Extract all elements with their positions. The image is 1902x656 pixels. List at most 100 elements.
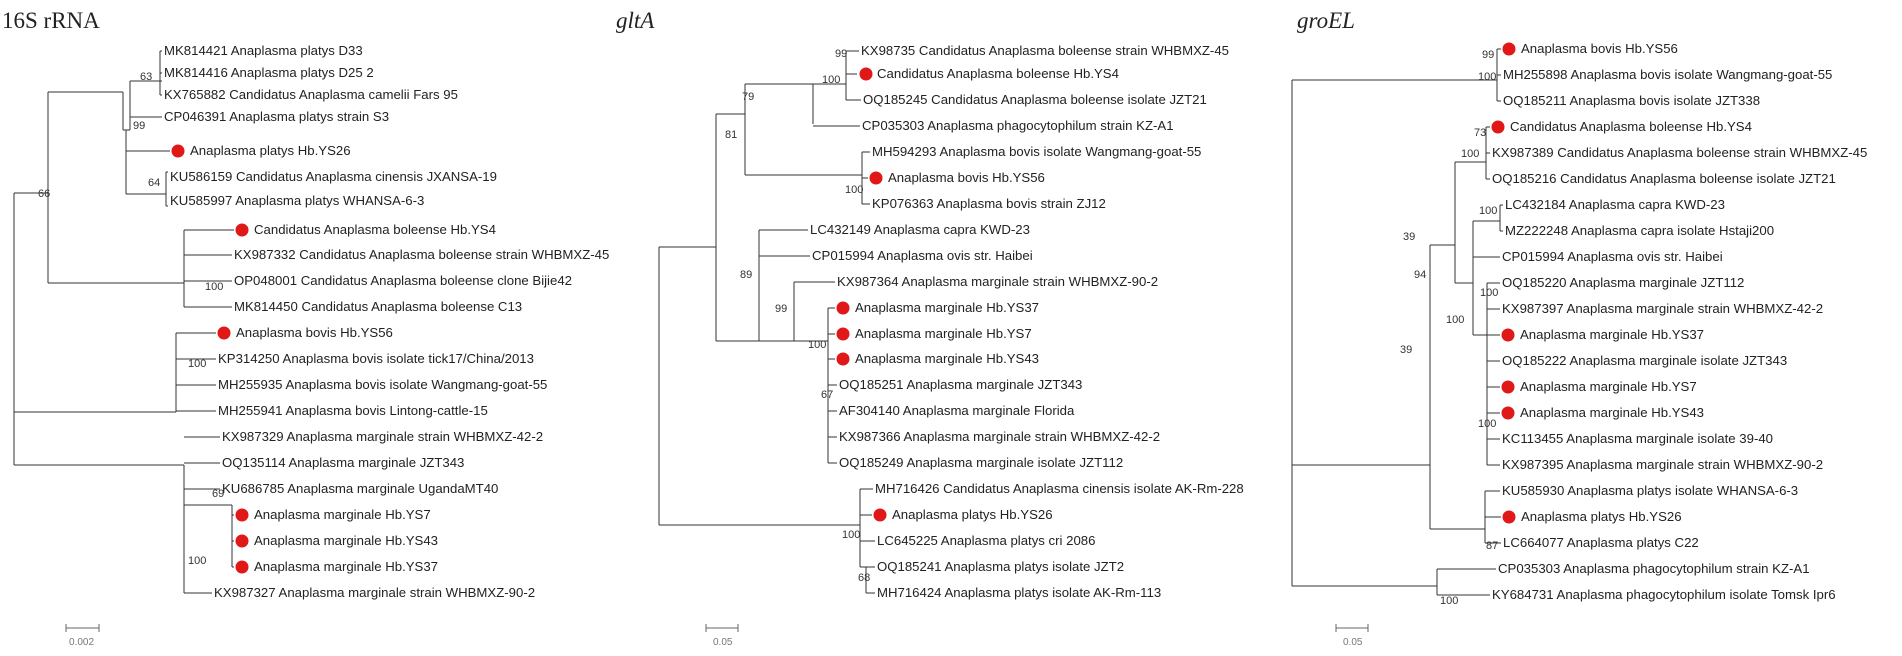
leaf-label: MK814416 Anaplasma platys D25 2: [164, 65, 374, 80]
bootstrap-values-groel: 99 100 73 100 100 39 94 100 100 100 87 3…: [1400, 49, 1498, 607]
bootstrap-value: 100: [188, 358, 206, 370]
sample-marker-icon: [217, 326, 231, 340]
sample-marker-icon: [1501, 380, 1515, 394]
scale-bar-label: 0.05: [1343, 637, 1363, 648]
leaf-label: KU586159 Candidatus Anaplasma cinensis J…: [170, 169, 497, 184]
sample-marker-icon: [869, 171, 883, 185]
leaf-label: LC664077 Anaplasma platys C22: [1503, 535, 1699, 550]
panel-title-groel: groEL: [1297, 8, 1355, 33]
bootstrap-value: 81: [725, 129, 737, 141]
scale-bar-label: 0.002: [69, 637, 94, 648]
leaf-label: CP046391 Anaplasma platys strain S3: [164, 109, 389, 124]
sample-marker-icon: [235, 534, 249, 548]
bootstrap-value: 67: [821, 389, 833, 401]
panel-title-16s-rrna: 16S rRNA: [2, 8, 100, 33]
leaf-label: KP314250 Anaplasma bovis isolate tick17/…: [218, 351, 534, 366]
bootstrap-value: 89: [740, 269, 752, 281]
leaf-label: KU585997 Anaplasma platys WHANSA-6-3: [170, 193, 424, 208]
scale-bar-groel: 0.05: [1335, 624, 1369, 648]
leaf-label: KX987364 Anaplasma marginale strain WHBM…: [837, 274, 1158, 289]
panel-16s-rrna: 16S rRNA MK814421 Anaplasma platys D33 M…: [2, 8, 609, 648]
bootstrap-value: 100: [205, 281, 223, 293]
bootstrap-value: 100: [845, 184, 863, 196]
sample-marker-icon: [836, 352, 850, 366]
leaf-label: LC432184 Anaplasma capra KWD-23: [1505, 197, 1725, 212]
leaf-label: MZ222248 Anaplasma capra isolate Hstaji2…: [1505, 223, 1774, 238]
panel-groel: groEL Anaplasma bovis Hb.YS56 MH255898 A…: [1291, 8, 1867, 648]
bootstrap-value: 100: [822, 74, 840, 86]
leaf-label: Anaplasma bovis Hb.YS56: [1521, 41, 1678, 56]
leaf-labels-groel: Anaplasma bovis Hb.YS56 MH255898 Anaplas…: [1491, 41, 1867, 602]
bootstrap-values-glta: 99 100 79 81 100 89 99 100 67 100 68: [725, 48, 870, 584]
bootstrap-value: 64: [148, 177, 160, 189]
leaf-label: Anaplasma marginale Hb.YS7: [254, 507, 431, 522]
leaf-label: OQ185249 Anaplasma marginale isolate JZT…: [839, 455, 1123, 470]
leaf-label: Anaplasma marginale Hb.YS43: [254, 533, 438, 548]
leaf-label: OQ185251 Anaplasma marginale JZT343: [839, 377, 1082, 392]
bootstrap-value: 100: [1461, 148, 1479, 160]
leaf-label: Candidatus Anaplasma boleense Hb.YS4: [1510, 119, 1752, 134]
bootstrap-value: 94: [1414, 269, 1426, 281]
bootstrap-value: 39: [1400, 344, 1412, 356]
tree-branches-glta: [658, 50, 875, 594]
bootstrap-value: 99: [835, 48, 847, 60]
leaf-label: Anaplasma platys Hb.YS26: [892, 507, 1053, 522]
leaf-label: Anaplasma marginale Hb.YS37: [855, 300, 1039, 315]
bootstrap-value: 68: [858, 572, 870, 584]
bootstrap-value: 99: [133, 120, 145, 132]
leaf-label: MH255935 Anaplasma bovis isolate Wangman…: [218, 377, 547, 392]
bootstrap-value: 73: [1474, 127, 1486, 139]
sample-marker-icon: [171, 144, 185, 158]
leaf-label: OQ185211 Anaplasma bovis isolate JZT338: [1503, 93, 1760, 108]
bootstrap-value: 100: [1479, 205, 1497, 217]
leaf-label: Anaplasma marginale Hb.YS43: [1520, 405, 1704, 420]
bootstrap-value: 100: [1440, 595, 1458, 607]
leaf-label: KX987397 Anaplasma marginale strain WHBM…: [1502, 301, 1823, 316]
sample-marker-icon: [873, 508, 887, 522]
leaf-label: LC645225 Anaplasma platys cri 2086: [877, 533, 1095, 548]
leaf-label: CP035303 Anaplasma phagocytophilum strai…: [1498, 561, 1810, 576]
leaf-label: KU585930 Anaplasma platys isolate WHANSA…: [1502, 483, 1798, 498]
leaf-labels-16s: MK814421 Anaplasma platys D33 MK814416 A…: [164, 43, 609, 600]
sample-marker-icon: [836, 327, 850, 341]
scale-bar-line: [1335, 624, 1369, 632]
leaf-label: KX987327 Anaplasma marginale strain WHBM…: [214, 585, 535, 600]
leaf-label: OQ185245 Candidatus Anaplasma boleense i…: [863, 92, 1207, 107]
leaf-label: KX98735 Candidatus Anaplasma boleense st…: [861, 43, 1229, 58]
sample-marker-icon: [859, 67, 873, 81]
leaf-label: Anaplasma bovis Hb.YS56: [888, 170, 1045, 185]
scale-bar-line: [705, 624, 739, 632]
sample-marker-icon: [1501, 406, 1515, 420]
bootstrap-value: 99: [775, 303, 787, 315]
leaf-label: Candidatus Anaplasma boleense Hb.YS4: [254, 222, 496, 237]
leaf-label: OP048001 Candidatus Anaplasma boleense c…: [234, 273, 572, 288]
sample-marker-icon: [1501, 328, 1515, 342]
scale-bar-16s: 0.002: [65, 624, 100, 648]
leaf-label: MH716426 Candidatus Anaplasma cinensis i…: [875, 481, 1244, 496]
sample-marker-icon: [235, 560, 249, 574]
bootstrap-value: 39: [1403, 231, 1415, 243]
leaf-label: KU686785 Anaplasma marginale UgandaMT40: [222, 481, 498, 496]
bootstrap-value: 79: [742, 91, 754, 103]
bootstrap-value: 100: [1478, 418, 1496, 430]
panel-title-glta: gltA: [616, 8, 655, 33]
leaf-label: KX987366 Anaplasma marginale strain WHBM…: [839, 429, 1160, 444]
leaf-label: CP035303 Anaplasma phagocytophilum strai…: [862, 118, 1174, 133]
leaf-label: KX987395 Anaplasma marginale strain WHBM…: [1502, 457, 1823, 472]
sample-marker-icon: [1491, 120, 1505, 134]
leaf-label: Anaplasma marginale Hb.YS43: [855, 351, 1039, 366]
leaf-label: KX987332 Candidatus Anaplasma boleense s…: [234, 247, 609, 262]
bootstrap-value: 100: [1480, 287, 1498, 299]
bootstrap-value: 99: [1482, 49, 1494, 61]
bootstrap-value: 63: [140, 71, 152, 83]
leaf-label: MK814421 Anaplasma platys D33: [164, 43, 363, 58]
bootstrap-value: 100: [188, 555, 206, 567]
tree-branches-groel: [1291, 48, 1503, 596]
leaf-labels-glta: KX98735 Candidatus Anaplasma boleense st…: [810, 43, 1244, 600]
bootstrap-value: 100: [1446, 314, 1464, 326]
sample-marker-icon: [836, 301, 850, 315]
leaf-label: Anaplasma platys Hb.YS26: [190, 143, 351, 158]
leaf-label: OQ185241 Anaplasma platys isolate JZT2: [877, 559, 1124, 574]
bootstrap-values-16s: 63 99 64 66 100 100 69 100: [38, 71, 224, 567]
